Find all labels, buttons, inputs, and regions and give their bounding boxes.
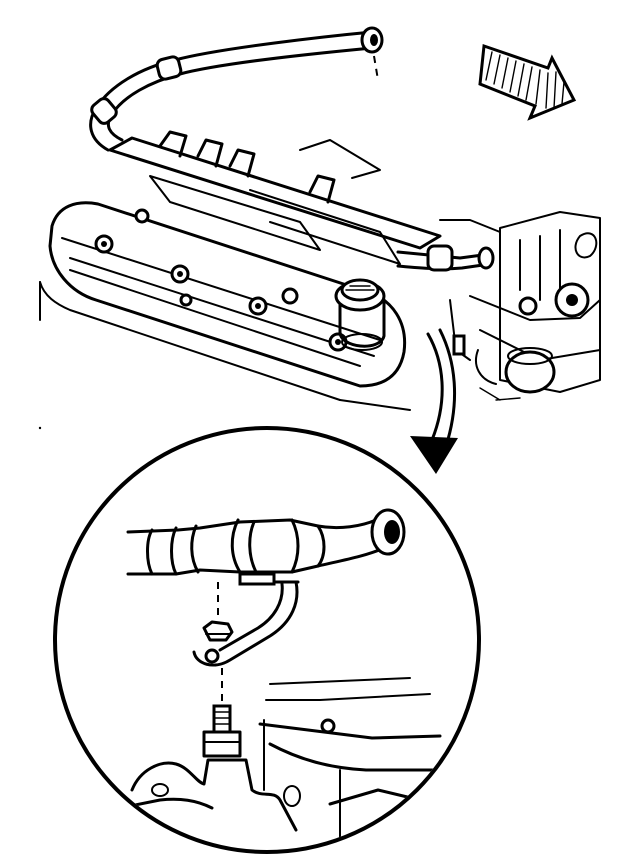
inset-hose-bracket (192, 572, 300, 667)
pcv-hose (89, 26, 384, 152)
detail-inset-circle (53, 426, 481, 854)
detail-callout-curved-arrow-icon (410, 328, 458, 474)
valve-cover (39, 201, 411, 411)
stray-mark (38, 426, 42, 430)
view-direction-arrow-icon (478, 43, 577, 121)
oil-filler-cap (334, 278, 386, 351)
detail-inset-contents (118, 508, 442, 841)
inset-nut (202, 582, 234, 706)
inset-engine-block (118, 677, 442, 841)
engine-front-components (439, 211, 601, 401)
valve-cover-bolts (94, 208, 348, 352)
intake-fuel-rail (108, 130, 495, 272)
inset-pcv-hose (126, 508, 406, 576)
inset-stud (202, 704, 242, 758)
